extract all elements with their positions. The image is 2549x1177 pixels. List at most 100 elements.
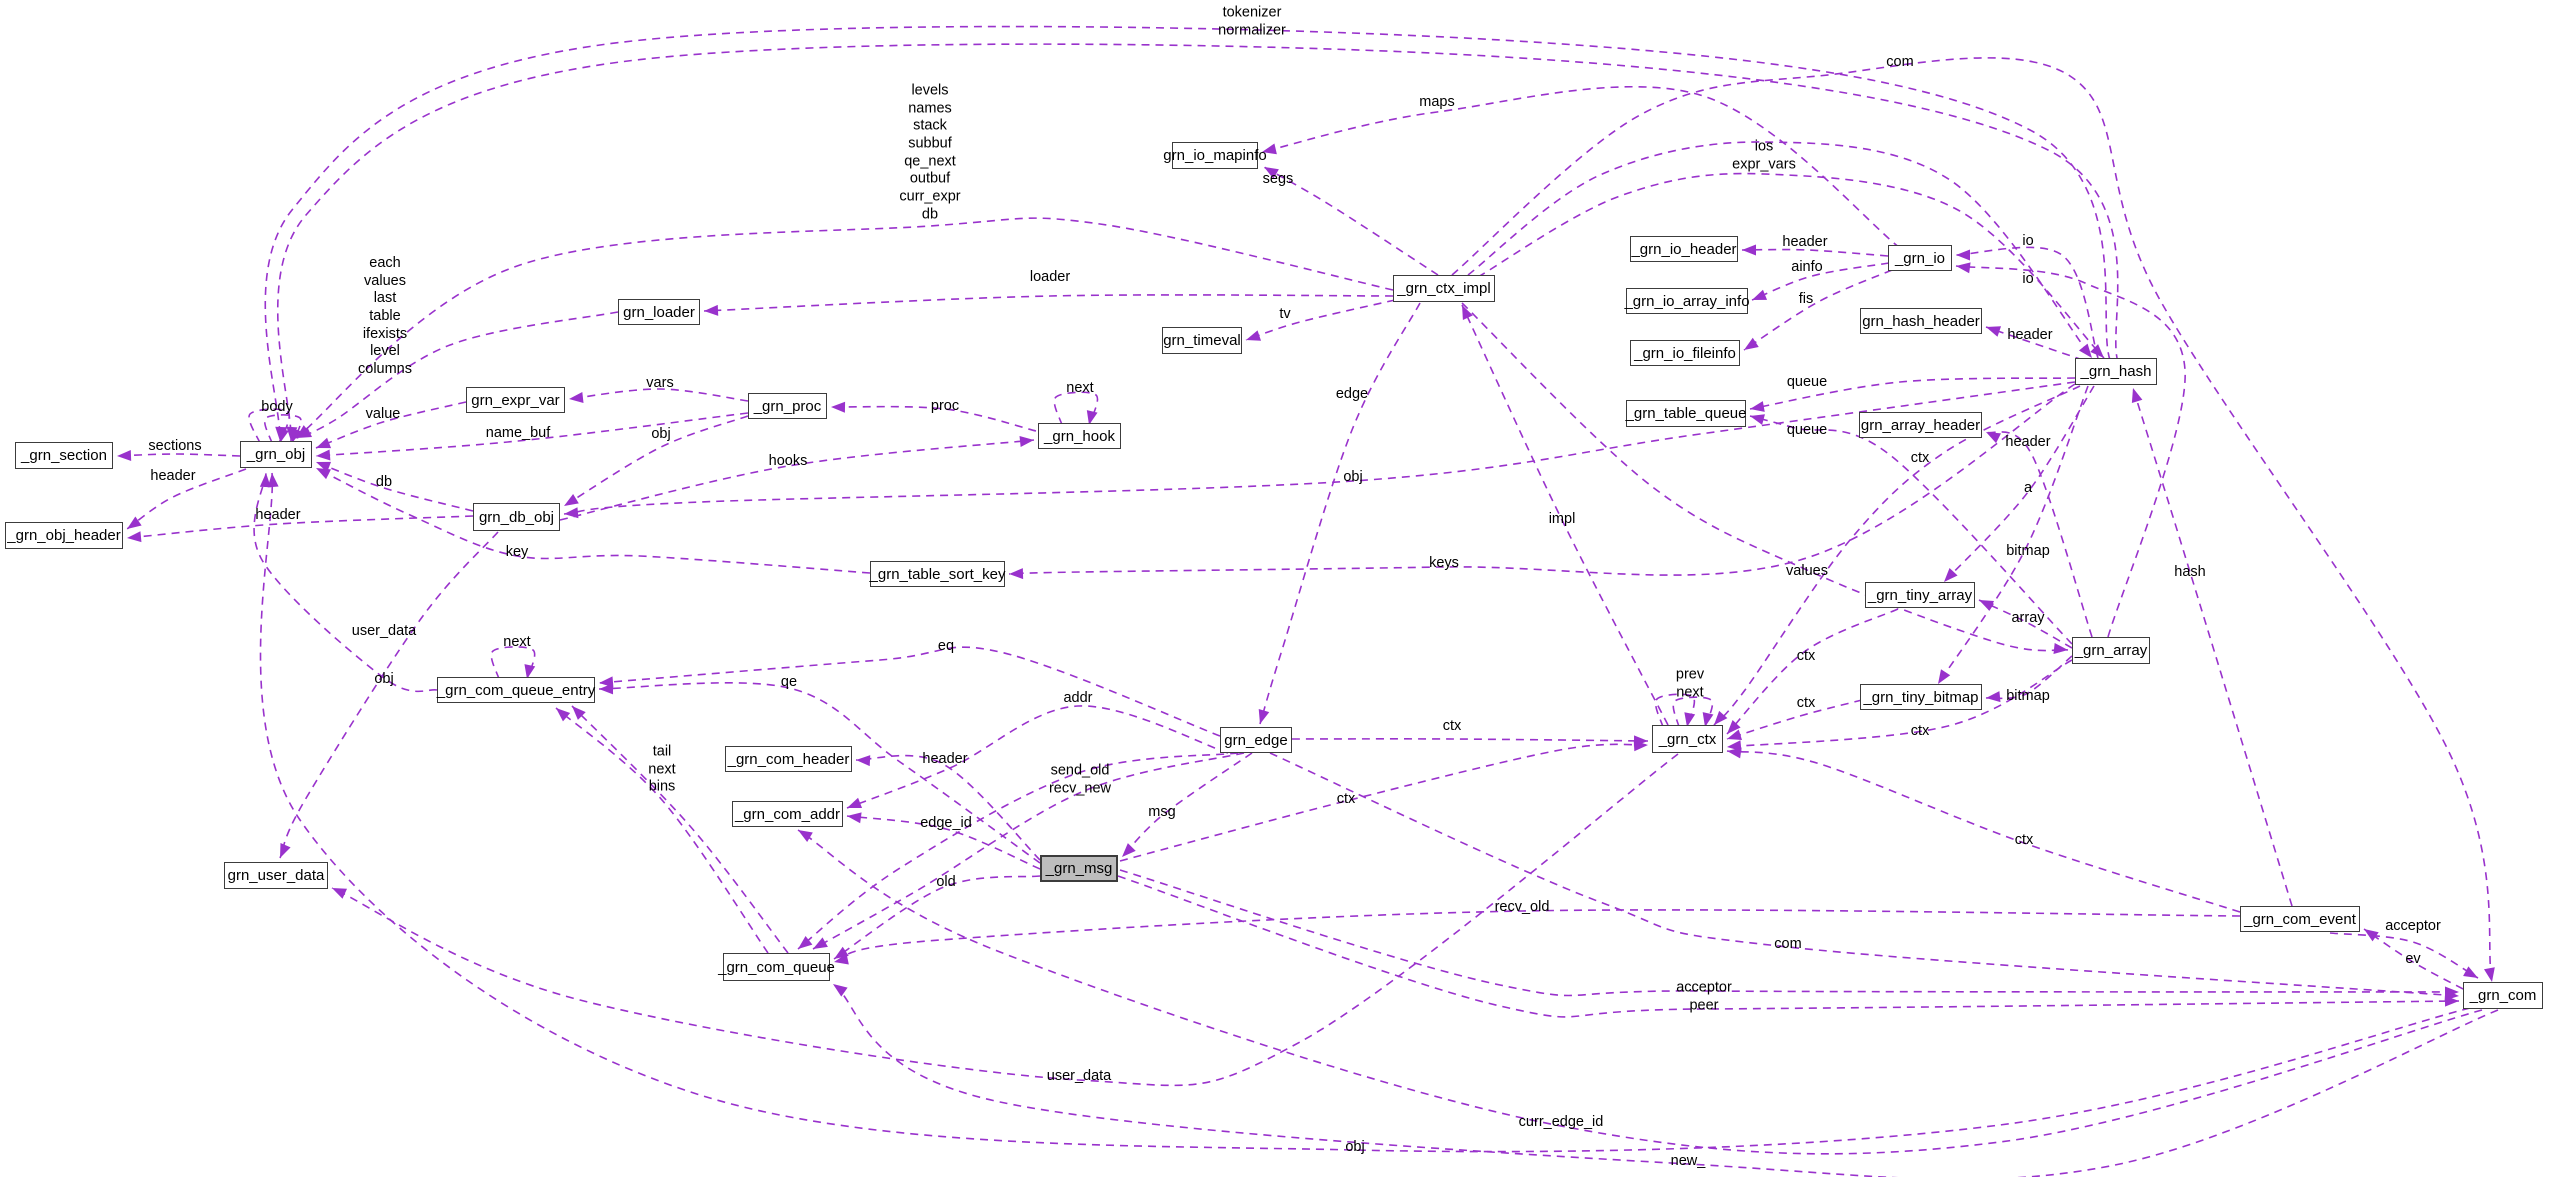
node-grn_msg[interactable]: _grn_msg [1040,855,1118,882]
member-edge [1451,57,2493,983]
node-grn_timeval[interactable]: grn_timeval [1162,327,1242,354]
node-grn_obj_header[interactable]: _grn_obj_header [5,522,123,549]
arrowhead-icon [2131,388,2143,404]
arrowhead-icon [1086,410,1098,425]
arrowhead-icon [1752,289,1768,300]
member-edge [253,472,438,693]
node-grn_io_mapinfo[interactable]: grn_io_mapinfo [1163,142,1267,169]
node-grn_ctx[interactable]: _grn_ctx [1652,725,1723,753]
member-edge [563,381,2076,515]
member-edge [116,453,241,457]
member-edge [315,412,749,457]
arrowhead-icon [259,473,271,488]
node-grn_tiny_array[interactable]: _grn_tiny_array [1865,582,1975,608]
node-grn_hook[interactable]: _grn_hook [1038,423,1121,449]
member-edge [598,682,1041,864]
node-grn_io_array_info[interactable]: _grn_io_array_info [1624,288,1750,314]
node-grn_table_sort_key[interactable]: _grn_table_sort_key [870,561,1005,587]
member-edge [1654,693,1696,728]
member-edge [830,405,1037,432]
arrowhead-icon [572,706,586,720]
member-edge [1245,299,1396,341]
arrowhead-icon [316,437,332,449]
member-edge [1263,166,1439,276]
member-edge [1985,431,2093,638]
arrowhead-icon [1938,669,1951,684]
node-grn_hash[interactable]: _grn_hash [2075,358,2157,385]
member-edge [1119,869,2460,997]
node-grn_table_queue[interactable]: _grn_table_queue [1626,400,1746,427]
arrowhead-icon [1258,709,1270,724]
member-edge [1467,141,2093,359]
member-edge [2363,928,2464,990]
arrowhead-icon [704,304,719,316]
member-edge [1119,743,1649,862]
member-edge [568,388,749,402]
node-grn_com_queue[interactable]: _grn_com_queue [718,953,835,981]
member-edge [1985,326,2084,361]
node-grn_obj[interactable]: _grn_obj [240,441,312,468]
node-grn_array[interactable]: _grn_array [2072,637,2150,664]
node-grn_hash_header[interactable]: grn_hash_header [1860,308,1982,334]
arrowhead-icon [291,427,302,443]
node-grn_user_data[interactable]: grn_user_data [224,862,328,889]
node-grn_array_header[interactable]: grn_array_header [1859,412,1982,438]
node-grn_tiny_bitmap[interactable]: _grn_tiny_bitmap [1860,684,1982,710]
member-edge [703,294,1394,312]
member-edge [315,467,871,574]
member-edge [126,468,247,530]
node-grn_ctx_impl[interactable]: _grn_ctx_impl [1393,275,1495,302]
member-edge [331,753,1679,1087]
member-edge [1726,699,1863,740]
node-grn_loader[interactable]: grn_loader [618,299,700,325]
arrowhead-icon [316,449,331,461]
member-edge [797,752,1239,950]
arrowhead-icon [297,427,313,438]
arrowhead-icon [2483,967,2495,982]
arrowhead-icon [831,401,846,413]
member-edge [846,815,1041,870]
node-grn_com_queue_entry[interactable]: _grn_com_queue_entry [437,677,595,703]
arrowhead-icon [267,473,279,488]
member-edge [1291,738,1649,742]
member-edge [1713,385,2081,726]
node-grn_section[interactable]: _grn_section [15,442,113,469]
arrowhead-icon [599,676,614,688]
member-edge [1461,302,2069,652]
member-edge [1121,752,1253,858]
arrowhead-icon [1944,568,1958,582]
arrowhead-icon [798,935,813,949]
member-edge [1053,391,1099,426]
node-grn_proc[interactable]: _grn_proc [748,393,827,419]
node-grn_edge[interactable]: grn_edge [1220,727,1292,753]
arrowhead-icon [833,984,848,997]
arrowhead-icon [847,812,862,824]
node-grn_com_header[interactable]: _grn_com_header [725,746,852,772]
member-edge [1937,385,2089,685]
node-grn_com[interactable]: _grn_com [2463,982,2543,1009]
arrowhead-icon [1986,691,2001,703]
member-edge [812,752,1245,950]
arrowhead-icon [856,755,871,767]
node-grn_com_event[interactable]: _grn_com_event [2240,906,2360,932]
node-grn_com_addr[interactable]: _grn_com_addr [732,801,843,827]
arrowhead-icon [1986,326,2002,337]
arrowhead-icon [1742,244,1756,256]
node-grn_db_obj[interactable]: grn_db_obj [473,503,560,531]
member-edge [1943,385,2095,583]
member-edge [1117,875,2460,1018]
node-grn_io_header[interactable]: _grn_io_header [1630,236,1738,262]
node-grn_expr_var[interactable]: grn_expr_var [466,387,565,413]
member-edge [490,646,536,680]
arrowhead-icon [1462,305,1473,321]
arrowhead-icon [1019,436,1034,447]
arrowhead-icon [1122,843,1136,857]
member-edge [1726,608,1899,735]
arrowhead-icon [2444,986,2459,998]
arrowhead-icon [599,683,614,695]
member-edge [1461,304,1669,726]
member-edge [1008,383,2076,576]
node-grn_io[interactable]: _grn_io [1888,245,1952,271]
node-grn_io_fileinfo[interactable]: _grn_io_fileinfo [1630,340,1740,366]
